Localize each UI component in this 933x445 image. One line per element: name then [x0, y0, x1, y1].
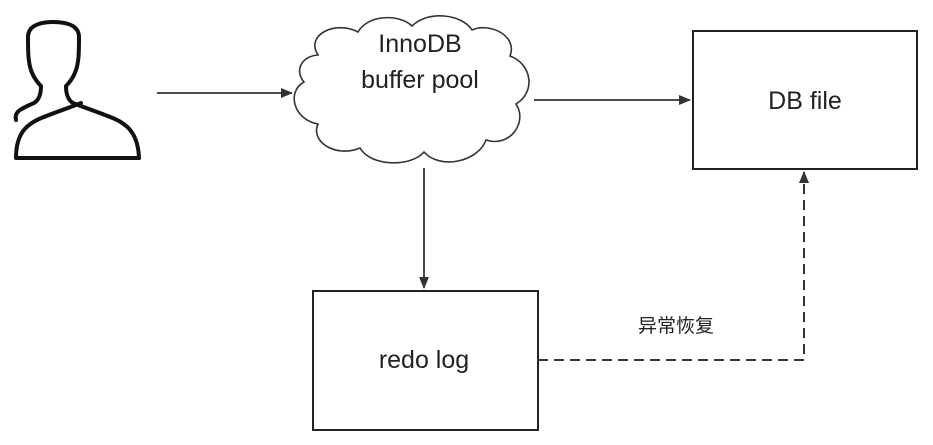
- recovery-edge-label: 异常恢复: [638, 315, 714, 337]
- edge-redo-log-to-db-file: [538, 171, 809, 361]
- buffer-pool-label-line1: InnoDB: [378, 30, 461, 58]
- buffer-pool-label-line2: buffer pool: [361, 66, 479, 94]
- redo-log-box: [312, 290, 539, 431]
- redo-log-node: redo log: [312, 290, 539, 431]
- redo-log-label: redo log: [379, 346, 469, 374]
- user-silhouette-icon: [13, 20, 141, 160]
- db-file-label: DB file: [768, 87, 842, 115]
- buffer-pool-cloud: InnoDB buffer pool: [293, 15, 530, 164]
- db-file-node: DB file: [692, 30, 918, 170]
- db-file-box: [692, 30, 918, 170]
- cloud-shape: [293, 15, 530, 164]
